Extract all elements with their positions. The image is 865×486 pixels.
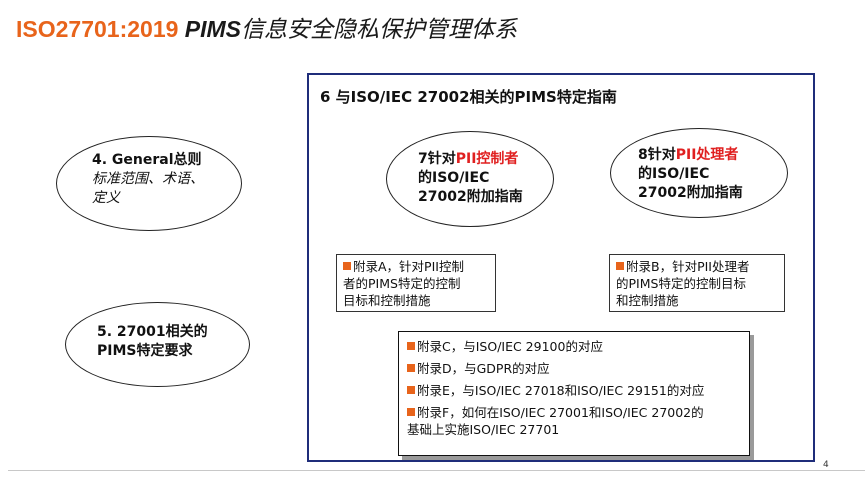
general-title: 4. General总则 (92, 152, 202, 168)
annex-f-item: 附录F，如何在ISO/IEC 27001和ISO/IEC 27002的 基础上实… (407, 404, 741, 438)
general-desc-1: 标准范围、术语、 (92, 171, 204, 187)
title-description: 信息安全隐私保护管理体系 (241, 17, 518, 43)
annex-a-line-3: 目标和控制措施 (343, 293, 431, 308)
annex-d-item: 附录D，与GDPR的对应 (407, 360, 741, 377)
general-desc-2: 定义 (92, 190, 120, 206)
bullet-icon (407, 408, 415, 416)
general-ellipse (56, 136, 242, 231)
processor-highlight: PII处理者 (675, 147, 739, 163)
annex-b-line-3: 和控制措施 (616, 293, 679, 308)
annex-a-line-1: 附录A，针对PII控制 (353, 259, 464, 274)
footer-divider (8, 470, 865, 471)
page-title: ISO27701:2019 PIMS信息安全隐私保护管理体系 (16, 10, 517, 44)
frame-title: 6 与ISO/IEC 27002相关的PIMS特定指南 (320, 88, 617, 106)
annex-f-text-1: 附录F，如何在ISO/IEC 27001和ISO/IEC 27002的 (417, 405, 704, 420)
annex-e-item: 附录E，与ISO/IEC 27018和ISO/IEC 29151的对应 (407, 382, 741, 399)
title-pims: PIMS (184, 16, 242, 42)
controller-text: 7针对PII控制者 的ISO/IEC 27002附加指南 (418, 150, 523, 207)
annex-a-line-2: 者的PIMS特定的控制 (343, 276, 461, 291)
controller-line-2: 的ISO/IEC (418, 170, 490, 186)
controller-line-3: 27002附加指南 (418, 189, 523, 205)
bullet-icon (343, 262, 351, 270)
bullet-icon (407, 386, 415, 394)
controller-ellipse (386, 131, 554, 227)
annex-b-line-2: 的PIMS特定的控制目标 (616, 276, 746, 291)
pims-ellipse (65, 302, 250, 387)
processor-line-2: 的ISO/IEC (638, 166, 710, 182)
processor-prefix: 8针对 (638, 147, 676, 163)
bullet-icon (407, 342, 415, 350)
annex-d-text: 附录D，与GDPR的对应 (417, 361, 550, 376)
bullet-icon (616, 262, 624, 270)
guidance-frame (307, 73, 815, 462)
general-text: 4. General总则 标准范围、术语、 定义 (92, 151, 204, 208)
annexes-list-box: 附录C，与ISO/IEC 29100的对应 附录D，与GDPR的对应 附录E，与… (398, 331, 750, 456)
annex-c-text: 附录C，与ISO/IEC 29100的对应 (417, 339, 603, 354)
pims-line-2: PIMS特定要求 (97, 343, 193, 359)
annex-f-text-2: 基础上实施ISO/IEC 27701 (407, 422, 560, 437)
controller-prefix: 7针对 (418, 151, 456, 167)
pims-line-1: 5. 27001相关的 (97, 324, 208, 340)
processor-text: 8针对PII处理者 的ISO/IEC 27002附加指南 (638, 146, 743, 203)
annex-b-box: 附录B，针对PII处理者 的PIMS特定的控制目标 和控制措施 (609, 254, 785, 312)
page-number: 4 (823, 460, 829, 470)
controller-highlight: PII控制者 (455, 151, 519, 167)
annex-b-line-1: 附录B，针对PII处理者 (626, 259, 750, 274)
processor-line-3: 27002附加指南 (638, 185, 743, 201)
processor-ellipse (610, 128, 788, 218)
bullet-icon (407, 364, 415, 372)
title-standard: ISO27701:2019 (16, 16, 185, 42)
annex-e-text: 附录E，与ISO/IEC 27018和ISO/IEC 29151的对应 (417, 383, 705, 398)
pims-text: 5. 27001相关的 PIMS特定要求 (97, 323, 208, 361)
annex-a-box: 附录A，针对PII控制 者的PIMS特定的控制 目标和控制措施 (336, 254, 496, 312)
annex-c-item: 附录C，与ISO/IEC 29100的对应 (407, 338, 741, 355)
